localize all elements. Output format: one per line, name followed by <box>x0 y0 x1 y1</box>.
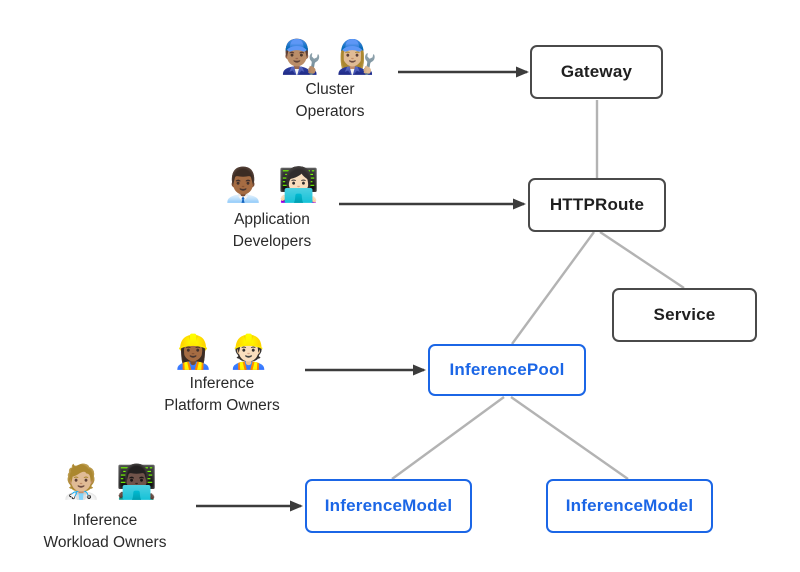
cluster-operators-label-line1: Cluster <box>305 81 355 98</box>
node-gateway: Gateway <box>530 45 663 99</box>
edge-inferencepool-inferencemodel-2 <box>510 396 629 480</box>
inference-platform-owners-label-line1: Inference <box>189 375 255 392</box>
edge-httproute-inferencepool <box>511 231 595 345</box>
cluster-operators-label: Cluster Operators <box>265 79 395 123</box>
inference-workload-owners-label-line1: Inference <box>72 512 138 529</box>
node-inferencemodel-2: InferenceModel <box>546 479 713 533</box>
application-developers-label-line2: Developers <box>232 233 312 250</box>
node-inferencepool: InferencePool <box>428 344 586 396</box>
application-developers-label-line1: Application <box>234 211 310 228</box>
inference-workload-owners-label-line2: Workload Owners <box>43 534 167 551</box>
edge-httproute-service <box>599 231 685 289</box>
inference-workload-owners-label: Inference Workload Owners <box>25 510 185 554</box>
node-service: Service <box>612 288 757 342</box>
application-developers-label: Application Developers <box>207 209 337 253</box>
cluster-operators-label-line2: Operators <box>295 103 365 120</box>
inference-workload-owners-icon: 🧑🏼‍⚕️ 👨🏿‍💻 <box>60 462 160 501</box>
inference-platform-owners-label-line2: Platform Owners <box>164 397 280 414</box>
node-httproute: HTTPRoute <box>528 178 666 232</box>
inference-platform-owners-icon: 👷🏾‍♀️ 👷🏻 <box>172 332 272 371</box>
application-developers-icon: 👨🏾‍💼 👩🏻‍💻 <box>222 165 322 204</box>
edge-inferencepool-inferencemodel-1 <box>391 396 505 480</box>
node-inferencemodel-1: InferenceModel <box>305 479 472 533</box>
inference-platform-owners-label: Inference Platform Owners <box>143 373 301 417</box>
cluster-operators-icon: 👨🏽‍🔧 👩🏼‍🔧 <box>280 37 380 76</box>
